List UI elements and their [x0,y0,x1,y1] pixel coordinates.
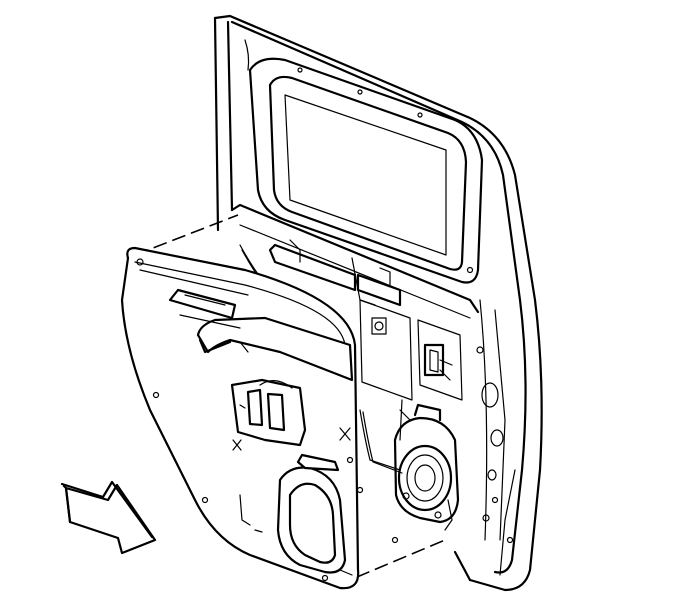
alignment-lines [134,214,446,586]
window-frame [248,57,484,284]
direction-arrow-icon [60,480,157,555]
door-trim-panel [120,246,360,590]
door-shell [213,14,543,592]
speaker [393,403,460,531]
inner-door-structure [230,203,480,544]
